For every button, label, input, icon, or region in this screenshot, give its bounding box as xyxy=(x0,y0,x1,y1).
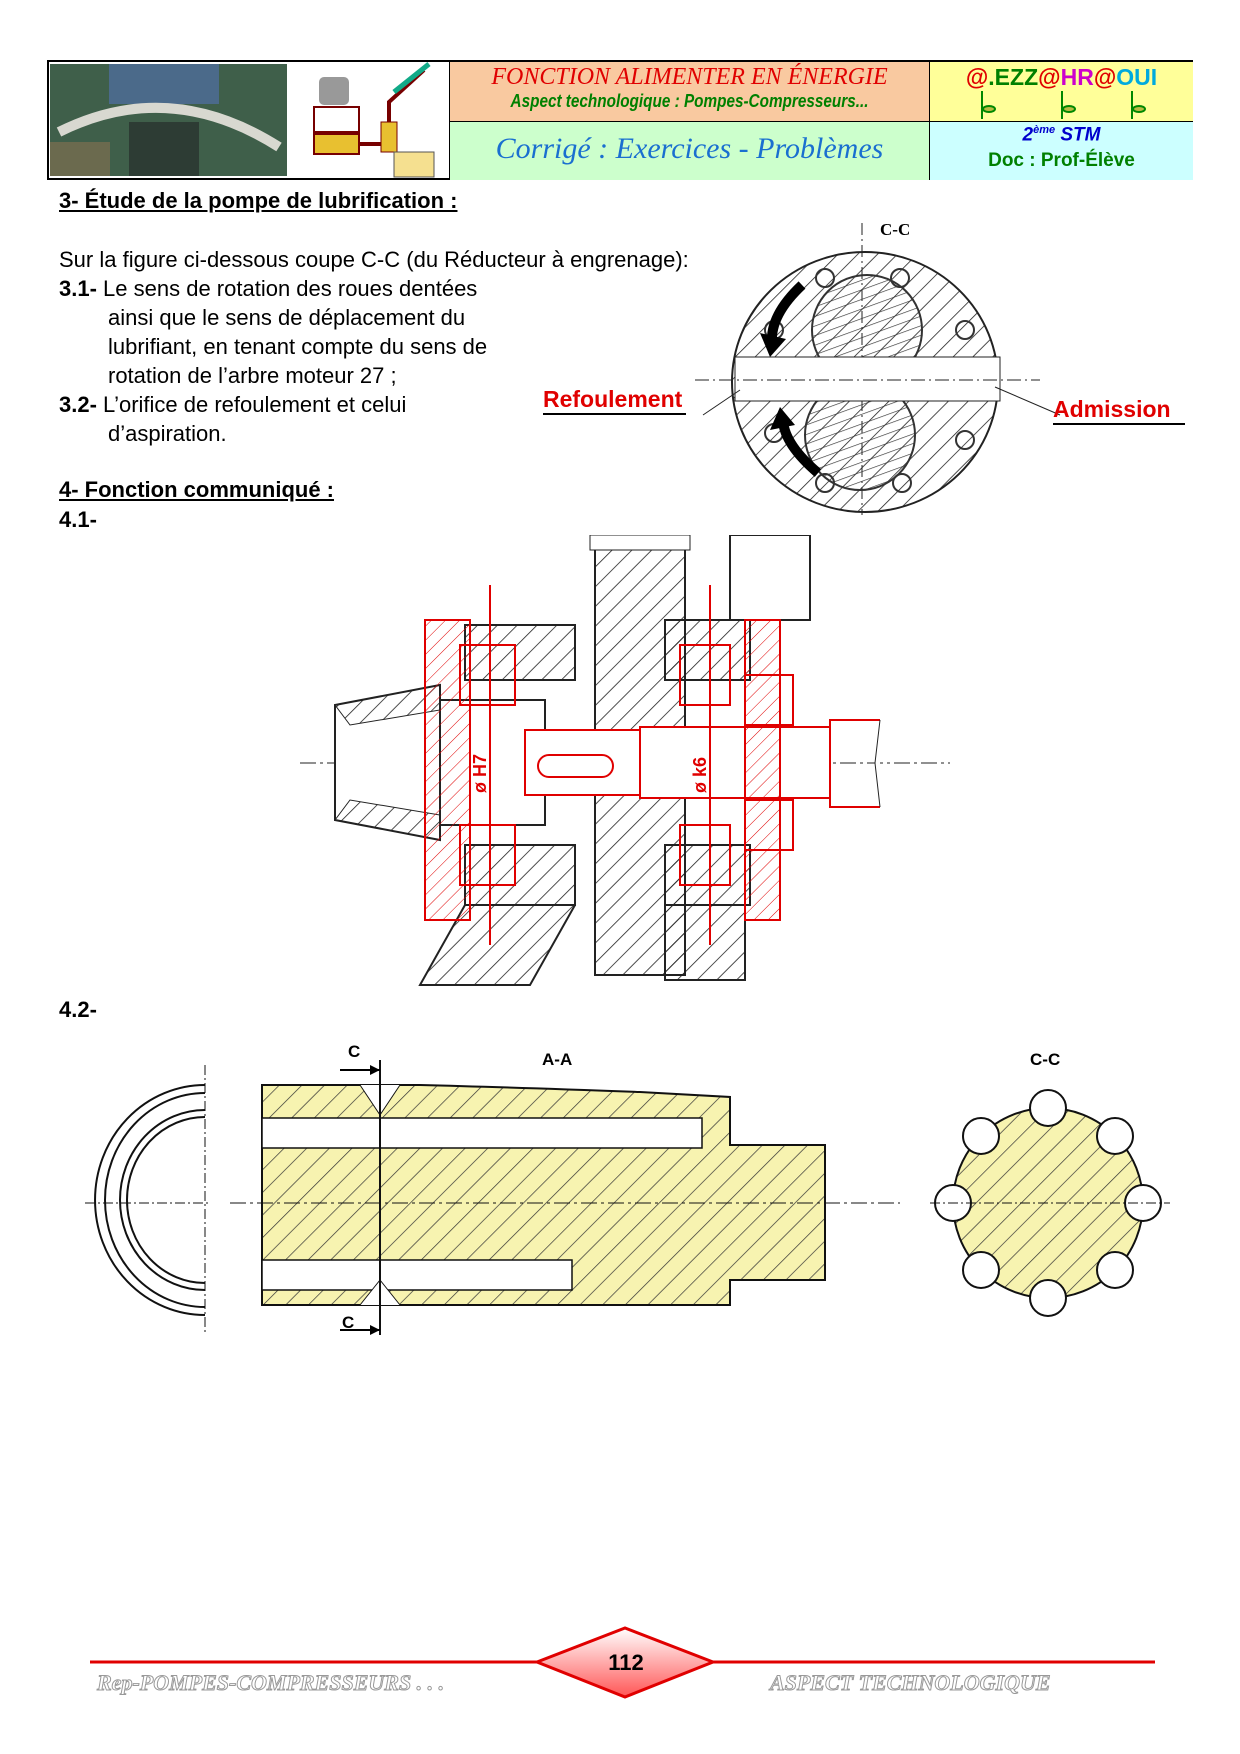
view-aa-label: A-A xyxy=(542,1050,572,1069)
header-images xyxy=(50,62,435,178)
section-cc: C-C xyxy=(930,1050,1170,1317)
question-line: L’orifice de refoulement et celui xyxy=(103,392,407,417)
header-subtitle: Aspect technologique : Pompes-Compresseu… xyxy=(510,91,869,111)
question-3-1: 3.1- Le sens de rotation des roues denté… xyxy=(59,274,559,448)
fit-k6-label: ø k6 xyxy=(690,757,710,793)
logo-part: @ xyxy=(1093,64,1117,90)
end-view xyxy=(85,1065,210,1335)
class-cell: 2ème STM Doc : Prof-Élève xyxy=(929,122,1193,180)
answer-admission: Admission xyxy=(1053,396,1185,425)
section-aa: C C A-A xyxy=(230,1042,900,1335)
figure-label: C-C xyxy=(880,220,910,239)
gearbox-shaft-assembly-drawing: ø H7 ø k6 xyxy=(300,535,950,986)
hydraulic-press-icon xyxy=(313,62,435,178)
header-title: FONCTION ALIMENTER EN ÉNERGIE xyxy=(491,64,888,90)
class-number: 2 xyxy=(1022,124,1034,146)
section3-title: 3- Étude de la pompe de lubrification : xyxy=(59,188,458,213)
view-cc-label: C-C xyxy=(1030,1050,1060,1069)
dam-photo xyxy=(50,64,287,176)
question-line: Le sens de rotation des roues dentées xyxy=(103,276,478,301)
logo-part: @ xyxy=(965,64,989,90)
footer-decoration xyxy=(90,1626,1155,1699)
answer-refoulement: Refoulement xyxy=(543,386,687,415)
footer-left-text: Rep-POMPES-COMPRESSEURS . . . xyxy=(96,1670,445,1696)
question-number: 3.1- xyxy=(59,276,97,301)
doc-audience: Doc : Prof-Élève xyxy=(988,150,1135,172)
section-mark-bottom: C xyxy=(342,1313,354,1332)
logo-part: @ xyxy=(1038,64,1061,90)
question-line: d’aspiration. xyxy=(108,421,227,446)
section4-title: 4- Fonction communiqué : xyxy=(59,477,334,502)
question-4-2: 4.2- xyxy=(59,997,97,1022)
logo-part: HR xyxy=(1060,64,1094,90)
header-doctype-cell: Corrigé : Exercices - Problèmes xyxy=(449,122,929,180)
header-banner: FONCTION ALIMENTER EN ÉNERGIE Aspect tec… xyxy=(47,60,1193,180)
question-line: rotation de l’arbre moteur 27 ; xyxy=(108,363,397,388)
page-number: 112 xyxy=(608,1650,644,1675)
question-line: ainsi que le sens de déplacement du xyxy=(108,305,466,330)
question-line: lubrifiant, en tenant compte du sens de xyxy=(108,334,488,359)
header-title-cell: FONCTION ALIMENTER EN ÉNERGIE Aspect tec… xyxy=(449,62,929,122)
author-logo: @.EZZ@HR@OUI xyxy=(929,62,1193,122)
question-4-1: 4.1- xyxy=(59,507,97,532)
gear-pump-section-cc: C-C xyxy=(695,220,1061,515)
logo-part: .EZZ xyxy=(988,64,1039,90)
flower-icons xyxy=(980,91,1146,119)
question-number: 3.2- xyxy=(59,392,97,417)
logo-part: OUI xyxy=(1116,64,1158,90)
class-sup: ème xyxy=(1033,124,1056,136)
class-name: STM xyxy=(1055,124,1101,146)
section-mark-top: C xyxy=(348,1042,360,1061)
shaft-views-drawing: C C A-A C-C xyxy=(85,1042,1170,1335)
page-number-diamond xyxy=(532,1626,718,1699)
fit-h7-label: ø H7 xyxy=(470,754,490,793)
footer-right-text: ASPECT TECHNOLOGIQUE xyxy=(770,1670,1052,1696)
header-doc-type: Corrigé : Exercices - Problèmes xyxy=(495,132,884,165)
section3-intro: Sur la figure ci-dessous coupe C-C (du R… xyxy=(59,247,689,272)
